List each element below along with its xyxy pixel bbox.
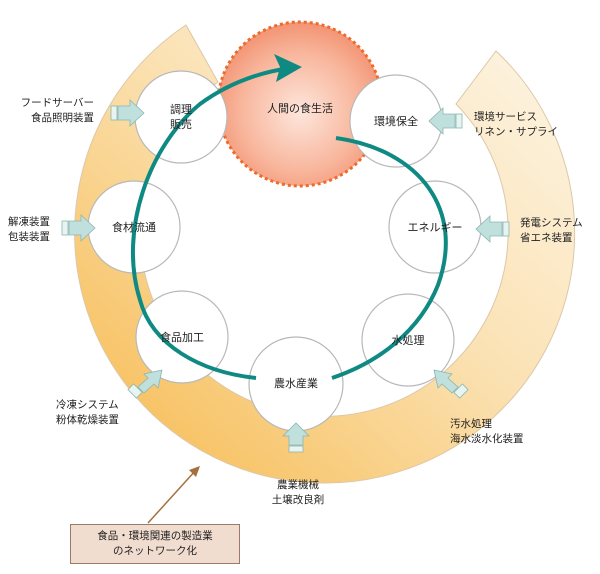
input-bottom-right-line1: 汚水処理 [450, 417, 492, 430]
center-label: 人間の食生活 [267, 101, 333, 115]
input-right-line1: 発電システム [520, 216, 583, 229]
agriculture-label: 農水産業 [274, 376, 318, 390]
input-arrow-right [475, 215, 510, 243]
cycle-arrow-right [331, 136, 448, 380]
cycle-arrow-left [131, 66, 291, 380]
network-box-line1: 食品・環境関連の製造業 [97, 530, 213, 542]
input-bottom-line2: 土壌改良剤 [272, 493, 325, 506]
distribution-label: 食材流通 [112, 220, 156, 234]
cooking-label-line1: 調理 [170, 102, 192, 116]
input-bottom-left-line2: 粉体乾燥装置 [56, 413, 119, 426]
node-cooking [134, 70, 228, 164]
input-bottom-right-line2: 海水淡水化装置 [450, 432, 524, 445]
input-bottom-left-line1: 冷凍システム [56, 398, 119, 411]
environment-label: 環境保全 [374, 114, 418, 128]
energy-label: エネルギー [408, 221, 463, 234]
input-left-line1: 解凍装置 [8, 215, 50, 228]
processing-label: 食品加工 [160, 330, 204, 344]
input-top-left-line2: 食品照明装置 [31, 111, 94, 124]
input-arrow-left [61, 214, 96, 242]
input-arrow-bottom-left [127, 369, 163, 399]
cycle-arrowhead [274, 54, 302, 82]
network-connector [147, 469, 197, 524]
input-bottom-line1: 農業機械 [277, 478, 319, 491]
network-box: 食品・環境関連の製造業 のネットワーク化 [70, 524, 240, 564]
input-top-right-line2: リネン・サプライ [474, 126, 558, 138]
cooking-label-line2: 販売 [170, 118, 192, 131]
input-top-right-line1: 環境サービス [474, 110, 537, 123]
input-arrow-top-left [110, 99, 145, 127]
node-water [361, 293, 455, 387]
network-box-line2: のネットワーク化 [113, 545, 197, 557]
input-left-line2: 包装装置 [8, 230, 50, 243]
input-arrow-bottom [282, 422, 310, 453]
water-label: 水処理 [392, 334, 425, 347]
input-arrow-bottom-right [433, 369, 469, 399]
input-arrow-top-right [428, 107, 463, 135]
network-connector-arrowhead [189, 466, 200, 477]
input-top-left-line1: フードサーバー [21, 97, 94, 109]
input-right-line2: 省エネ装置 [520, 231, 573, 244]
node-processing [135, 290, 229, 384]
